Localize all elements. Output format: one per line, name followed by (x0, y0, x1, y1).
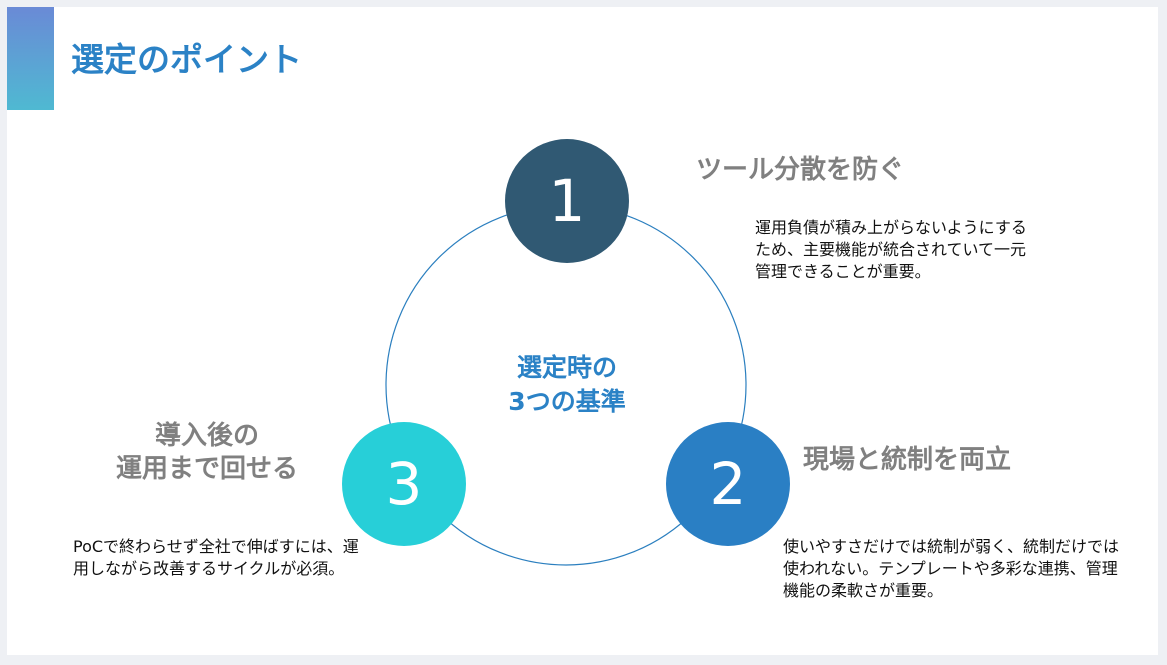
point-3-title-line1: 導入後の (154, 421, 259, 451)
point-2-number-circle: 2 (666, 422, 790, 546)
page-title: 選定のポイント (71, 40, 302, 79)
point-3-description: PoCで終わらせず全社で伸ばすには、運用しながら改善するサイクルが必須。 (73, 537, 359, 578)
point-3-number: 3 (385, 450, 423, 518)
center-label: 選定時の 3つの基準 (477, 351, 657, 419)
point-3-number-circle: 3 (342, 422, 466, 546)
point-1-number: 1 (548, 167, 586, 235)
point-3-title-line2: 運用まで回せる (115, 454, 298, 484)
point-3-title: 導入後の 運用まで回せる (102, 420, 312, 486)
center-label-line1: 選定時の (516, 353, 617, 382)
point-1-number-circle: 1 (505, 139, 629, 263)
title-accent-bar (7, 7, 54, 110)
point-2-title: 現場と統制を両立 (803, 445, 1012, 475)
point-1-title: ツール分散を防ぐ (696, 155, 905, 185)
point-2-description: 使いやすさだけでは統制が弱く、統制だけでは使われない。テンプレートや多彩な連携、… (783, 537, 1120, 600)
center-label-line2: 3つの基準 (508, 387, 626, 416)
slide: 選定のポイント 選定時の 3つの基準 1 2 3 ツール分散を防ぐ 運用負債が積… (7, 7, 1158, 655)
point-2-number: 2 (709, 450, 747, 518)
point-1-description: 運用負債が積み上がらないようにするため、主要機能が統合されていて一元管理できるこ… (755, 218, 1027, 281)
